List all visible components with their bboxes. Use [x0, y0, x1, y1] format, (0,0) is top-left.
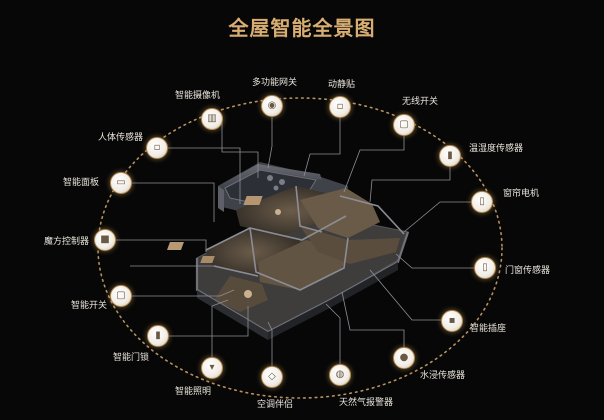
- device-wireless-switch[interactable]: ▢: [393, 114, 415, 136]
- device-label: 智能面板: [63, 178, 100, 188]
- ac-companion-icon: ◇: [268, 371, 276, 382]
- device-cube-controller[interactable]: ■: [94, 229, 116, 251]
- device-label: 智能门锁: [113, 353, 150, 363]
- device-label: 魔方控制器: [44, 237, 90, 247]
- device-label: 无线开关: [402, 97, 439, 107]
- floor-plan-model: [167, 162, 410, 340]
- gateway-icon: ◉: [267, 100, 277, 111]
- connector-lines: [114, 117, 488, 376]
- device-gas-alarm[interactable]: ◍: [329, 364, 351, 386]
- device-smart-panel[interactable]: ▭: [110, 172, 132, 194]
- socket-icon: ▪: [448, 315, 456, 326]
- device-temp-humidity-sensor[interactable]: ▮: [439, 145, 461, 167]
- door-lock-icon: ▮: [155, 330, 161, 341]
- device-water-sensor[interactable]: ●: [393, 347, 415, 369]
- device-ac-companion[interactable]: ◇: [261, 366, 283, 388]
- device-label: 智能摄像机: [175, 91, 221, 101]
- camera-icon: ▥: [207, 113, 217, 124]
- sensor-sticker-icon: ▫: [336, 101, 344, 112]
- device-gateway[interactable]: ◉: [261, 95, 283, 117]
- curtain-motor-icon: ▯: [479, 196, 485, 207]
- cube-controller-icon: ■: [100, 234, 110, 245]
- device-label: 智能开关: [71, 301, 108, 311]
- device-label: 人体传感器: [98, 133, 144, 143]
- device-door-window-sensor[interactable]: ▯: [474, 257, 496, 279]
- device-motion-sensor[interactable]: ▫: [146, 137, 168, 159]
- device-ring: [97, 97, 503, 399]
- device-smart-lighting[interactable]: ▾: [201, 357, 223, 379]
- wall-switch-icon: ▢: [116, 290, 126, 301]
- device-label: 水浸传感器: [420, 371, 466, 381]
- device-label: 空调伴侣: [257, 400, 294, 410]
- motion-sensor-icon: ▫: [153, 142, 161, 153]
- device-label: 动静贴: [328, 80, 356, 90]
- device-smart-socket[interactable]: ▪: [441, 310, 463, 332]
- device-smart-switch[interactable]: ▢: [110, 285, 132, 307]
- page-title: 全屋智能全景图: [228, 16, 376, 40]
- device-motion-sticker[interactable]: ▫: [329, 96, 351, 118]
- gas-alarm-icon: ◍: [335, 369, 345, 380]
- device-camera[interactable]: ▥: [201, 108, 223, 130]
- lightbulb-icon: ▾: [209, 362, 215, 373]
- water-sensor-icon: ●: [399, 352, 409, 363]
- door-window-sensor-icon: ▯: [482, 262, 488, 273]
- device-label: 天然气报警器: [339, 398, 394, 408]
- switch-icon: ▢: [399, 119, 409, 130]
- device-label: 温湿度传感器: [469, 144, 524, 154]
- panel-icon: ▭: [116, 177, 126, 188]
- device-smart-lock[interactable]: ▮: [147, 325, 169, 347]
- thermometer-icon: ▮: [447, 150, 453, 161]
- device-label: 智能插座: [470, 324, 507, 334]
- device-curtain-motor[interactable]: ▯: [471, 191, 493, 213]
- device-label: 窗帘电机: [503, 189, 540, 199]
- device-label: 门窗传感器: [505, 266, 551, 276]
- device-label: 智能照明: [175, 387, 212, 397]
- device-label: 多功能网关: [252, 78, 298, 88]
